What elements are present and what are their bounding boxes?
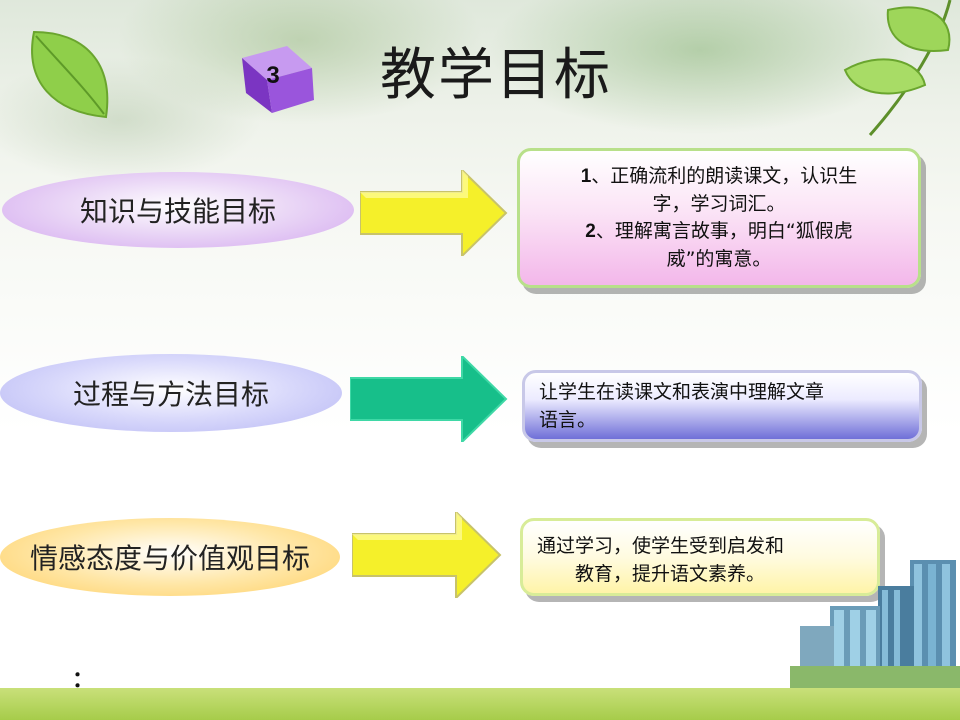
leaf-decoration-left-icon bbox=[31, 30, 109, 119]
content-line: 语言。 bbox=[539, 408, 597, 431]
content-line: 威”的寓意。 bbox=[666, 247, 772, 270]
slide-title: 教学目标 bbox=[380, 43, 612, 108]
goal-label: 情感态度与价值观目标 bbox=[29, 542, 310, 575]
content-line: 1、正确流利的朗读课文，认识生 bbox=[580, 165, 858, 187]
city-skyline-icon bbox=[790, 560, 960, 688]
arrow-right-icon bbox=[360, 170, 508, 256]
content-line: 教育，提升语文素养。 bbox=[575, 562, 766, 585]
cube-number: 3 bbox=[266, 62, 280, 89]
content-line: 通过学习，使学生受到启发和 bbox=[537, 535, 785, 557]
footer-mark: ： bbox=[72, 668, 95, 693]
number-cube-icon bbox=[242, 46, 314, 113]
goal-label: 知识与技能目标 bbox=[79, 195, 276, 228]
goal-oval-process: 过程与方法目标 bbox=[0, 354, 342, 432]
goal-content-box-knowledge: 1、正确流利的朗读课文，认识生 字，学习词汇。 2、理解寓言故事，明白“狐假虎 … bbox=[517, 148, 921, 288]
content-line: 字，学习词汇。 bbox=[652, 192, 786, 215]
goal-oval-emotion: 情感态度与价值观目标 bbox=[0, 518, 340, 596]
goal-oval-knowledge: 知识与技能目标 bbox=[2, 172, 354, 248]
goal-content-box-emotion: 通过学习，使学生受到启发和 教育，提升语文素养。 bbox=[520, 518, 880, 596]
content-line: 2、理解寓言故事，明白“狐假虎 bbox=[585, 220, 853, 243]
content-line: 让学生在读课文和表演中理解文章 bbox=[539, 381, 825, 403]
bottom-green-band bbox=[0, 688, 960, 720]
leaf-decoration-right-icon bbox=[843, 0, 952, 136]
goal-label: 过程与方法目标 bbox=[72, 378, 269, 411]
arrow-right-icon bbox=[352, 512, 502, 598]
arrow-right-icon bbox=[350, 356, 508, 442]
goal-content-box-process: 让学生在读课文和表演中理解文章 语言。 bbox=[522, 370, 922, 442]
